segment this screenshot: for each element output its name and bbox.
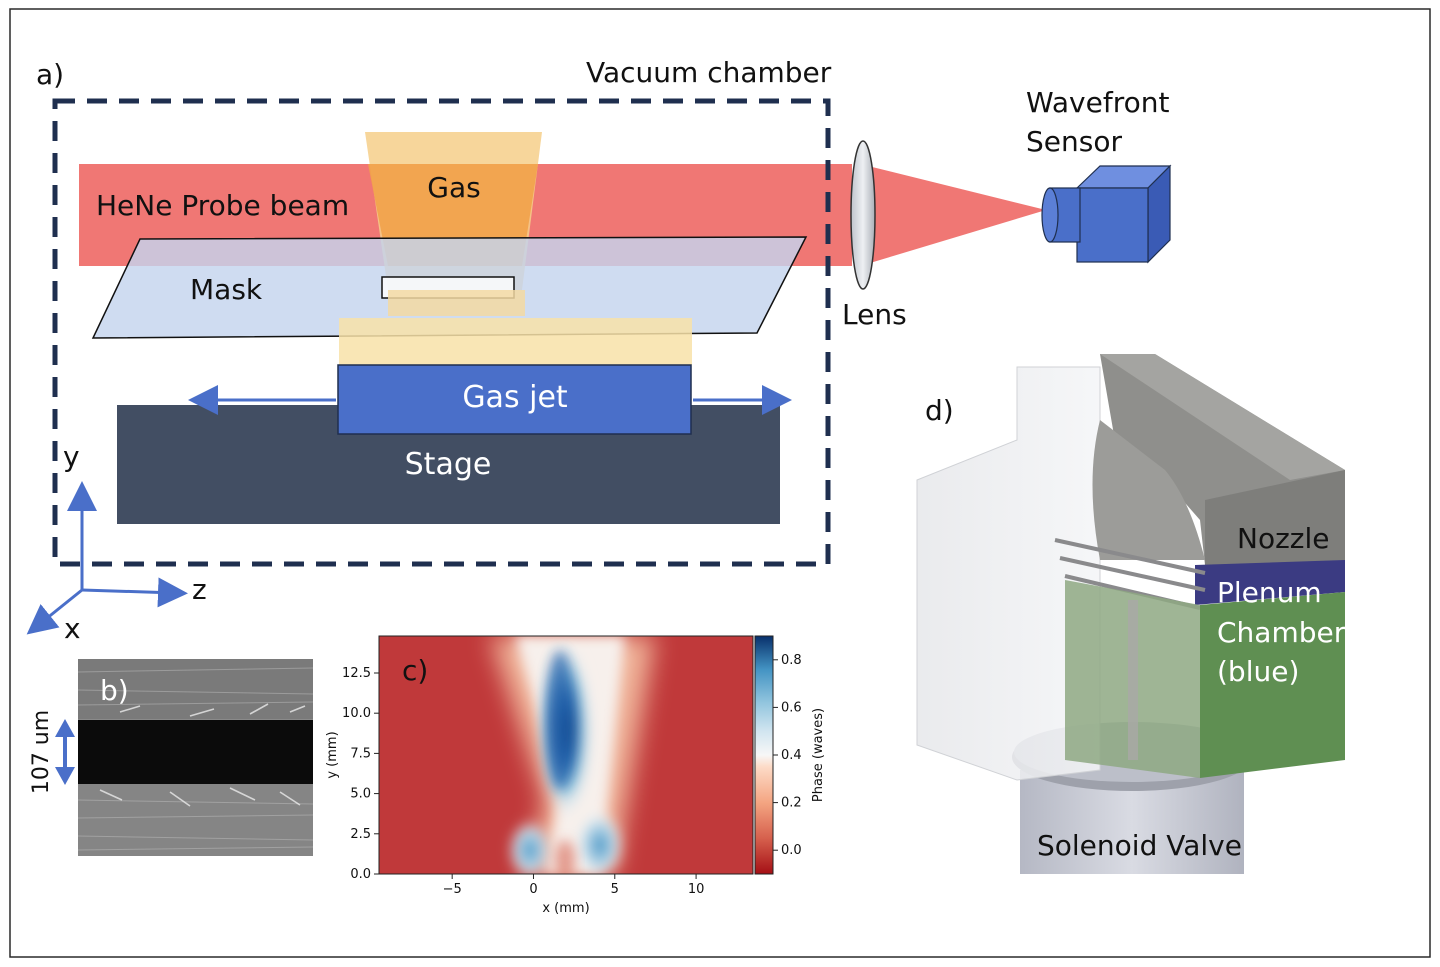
slit-width-arrow-head-bottom (55, 767, 75, 785)
panel-d: d) Nozzle Plenum Chamber (blue) Solenoid… (916, 354, 1346, 874)
colorbar-tick-label: 0.4 (781, 748, 802, 763)
coordinate-axes (26, 481, 188, 635)
x-tick-label: −5 (443, 882, 462, 897)
x-tick-label: 5 (611, 882, 619, 897)
colorbar-label: Phase (waves) (811, 708, 826, 802)
chamber-green (1200, 592, 1345, 778)
axis-x-label: x (64, 612, 81, 645)
lens (850, 140, 876, 290)
colorbar-tick-label: 0.8 (781, 653, 802, 668)
gas-below-slit (388, 290, 525, 316)
solenoid-valve-label: Solenoid Valve (1037, 829, 1242, 862)
y-tick-label: 0.0 (350, 867, 371, 882)
slit-width-arrow-head-top (55, 719, 75, 737)
valve-stem (1128, 600, 1138, 760)
nozzle-label: Nozzle (1237, 522, 1329, 555)
panel-c: c) −5 0 5 10 0.0 2.5 5.0 7.5 10.0 12.5 x (mm) y (… (325, 635, 826, 916)
plenum (1195, 560, 1345, 605)
y-tick-label: 7.5 (350, 746, 371, 761)
nozzle-side (1205, 470, 1345, 565)
lens-label: Lens (842, 298, 907, 331)
heatmap-axes: −5 0 5 10 0.0 2.5 5.0 7.5 10.0 12.5 (342, 666, 704, 897)
wavefront-sensor-label-line2: Sensor (1026, 125, 1122, 158)
gas-jet-label: Gas jet (462, 380, 568, 415)
y-tick-label: 10.0 (342, 706, 371, 721)
heatmap-ylabel: y (mm) (325, 731, 340, 778)
colorbar (754, 635, 774, 875)
chamber-label-line2: (blue) (1217, 655, 1299, 688)
heatmap-xlabel: x (mm) (542, 901, 589, 916)
gas-above-jet (339, 318, 692, 365)
stage-label: Stage (405, 447, 492, 482)
gas-jet (337, 364, 692, 435)
y-tick-label: 2.5 (350, 827, 371, 842)
x-tick-label: 0 (529, 882, 537, 897)
focused-beam (860, 164, 1046, 266)
colorbar-tick-label: 0.6 (781, 700, 802, 715)
axis-z-label: z (192, 573, 207, 606)
panel-a-label: a) (36, 58, 64, 91)
panel-d-label: d) (925, 394, 954, 427)
colorbar-axes: 0.0 0.2 0.4 0.6 0.8 (773, 653, 802, 858)
colorbar-tick-label: 0.0 (781, 843, 802, 858)
mask-label: Mask (190, 273, 263, 306)
panel-c-label: c) (402, 654, 428, 687)
vacuum-chamber-outline (52, 98, 831, 567)
heatmap (379, 636, 753, 874)
mask-slit-dark (78, 720, 313, 784)
panel-a: a) Vacuum chamber Stage Gas jet Gas HeNe… (26, 56, 1172, 645)
panel-b: b) 107 um (29, 659, 313, 856)
vacuum-chamber-label: Vacuum chamber (586, 56, 832, 89)
gas-label: Gas (427, 171, 480, 204)
y-tick-label: 12.5 (342, 666, 371, 681)
panel-b-label: b) (100, 674, 129, 707)
wavefront-sensor (1041, 164, 1172, 264)
plenum-label: Plenum (1217, 576, 1322, 609)
wavefront-sensor-label-line1: Wavefront (1026, 86, 1169, 119)
y-tick-label: 5.0 (350, 787, 371, 802)
nozzle-throat (1092, 420, 1205, 560)
probe-beam-label: HeNe Probe beam (96, 189, 349, 222)
colorbar-tick-label: 0.2 (781, 796, 802, 811)
nozzle-top-face (1100, 354, 1345, 480)
axis-y-label: y (63, 440, 80, 473)
figure-frame (9, 8, 1431, 958)
heatmap-frame (378, 635, 754, 875)
x-tick-label: 10 (688, 882, 705, 897)
chamber-label-line1: Chamber (1217, 616, 1346, 649)
slit-width-label: 107 um (29, 710, 54, 794)
